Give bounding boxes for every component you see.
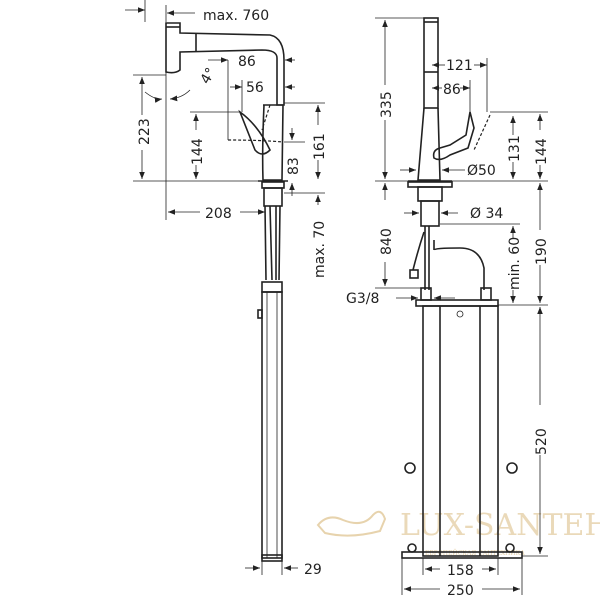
dim-29: 29: [304, 562, 322, 578]
watermark-logo: LUX-SANTEH ЕВРОПЕЙСКАЯ САНТЕХНИКА: [316, 508, 600, 557]
dim-diameter-34: Ø 34: [470, 206, 503, 222]
dim-angle-4: 4°: [198, 65, 220, 87]
left-faucet-outline: [165, 22, 288, 562]
dim-max-70: max. 70: [312, 221, 328, 278]
dim-161: 161: [312, 133, 328, 160]
dim-144: 144: [190, 138, 206, 165]
left-dimensions: max. 760 86 56 4° 223 144 161 83 208: [125, 0, 328, 578]
dim-840: 840: [379, 228, 395, 255]
dim-250: 250: [447, 583, 474, 599]
dim-144-right: 144: [534, 138, 550, 165]
dim-190: 190: [534, 238, 550, 265]
dim-86-right: 86: [443, 82, 461, 98]
dim-thread-g3-8: G3/8: [346, 291, 379, 307]
dim-223: 223: [137, 118, 153, 145]
dim-121: 121: [446, 58, 473, 74]
dim-56: 56: [246, 80, 264, 96]
dim-335: 335: [379, 91, 395, 118]
dim-158: 158: [447, 563, 474, 579]
dim-83: 83: [286, 157, 302, 175]
dim-diameter-50: Ø50: [467, 163, 496, 179]
dim-131: 131: [507, 135, 523, 162]
dim-520: 520: [534, 428, 550, 455]
dim-max-760: max. 760: [203, 8, 269, 24]
right-dimensions: 335 121 86 131 144 Ø50 Ø 34 840 G3/8: [346, 17, 550, 599]
dim-min-60: min. 60: [507, 237, 523, 290]
dim-208: 208: [205, 206, 232, 222]
dim-86: 86: [238, 54, 256, 70]
watermark-brand: LUX-SANTEH: [400, 508, 600, 543]
watermark-tagline: ЕВРОПЕЙСКАЯ САНТЕХНИКА: [425, 549, 525, 557]
